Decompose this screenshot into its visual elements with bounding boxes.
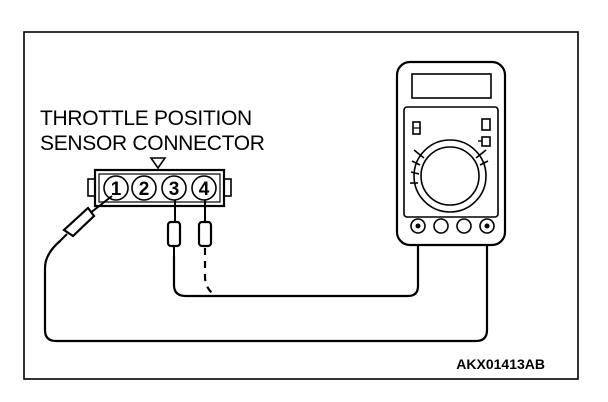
multimeter-dial-knob bbox=[420, 146, 480, 206]
throttle-position-sensor-connector: 1 2 3 4 bbox=[87, 157, 232, 208]
connector-pin-1 bbox=[103, 175, 129, 201]
connector-pin-2-label: 2 bbox=[139, 179, 150, 200]
connector-label-line2: SENSOR CONNECTOR bbox=[40, 132, 265, 155]
probe-pin-3 bbox=[166, 200, 182, 256]
probe-pin-1-body bbox=[62, 206, 96, 238]
wire-pin-4-dashed bbox=[203, 248, 217, 297]
multimeter bbox=[395, 60, 507, 247]
wire-pin-1-to-meter bbox=[43, 224, 489, 343]
figure-code: AKX01413AB bbox=[456, 356, 545, 372]
connector-marker-triangle bbox=[149, 157, 167, 170]
multimeter-dial-ticks bbox=[410, 149, 489, 184]
probe-pin-3-body bbox=[166, 220, 182, 248]
multimeter-indicator-right-top bbox=[481, 118, 491, 131]
wire-pin-3-to-meter bbox=[172, 224, 420, 298]
connector-pin-1-label: 1 bbox=[111, 179, 122, 200]
multimeter-indicator-right-mid bbox=[481, 136, 491, 147]
probe-pin-1 bbox=[59, 195, 113, 242]
probe-pin-4-body bbox=[197, 220, 213, 248]
figure-frame bbox=[23, 31, 579, 380]
connector-pin-4-label: 4 bbox=[199, 179, 210, 200]
connector-pin-2 bbox=[131, 175, 157, 201]
multimeter-terminal-4-hole bbox=[484, 223, 490, 229]
connector-pin-3-label: 3 bbox=[169, 179, 180, 200]
multimeter-terminal-1-hole bbox=[415, 223, 421, 229]
multimeter-display bbox=[411, 73, 492, 99]
multimeter-terminal-2 bbox=[433, 218, 449, 234]
probe-pin-4 bbox=[197, 200, 213, 248]
connector-label-line1: THROTTLE POSITION bbox=[40, 107, 252, 130]
multimeter-terminal-3 bbox=[456, 218, 472, 234]
connector-body-inner bbox=[98, 173, 221, 203]
